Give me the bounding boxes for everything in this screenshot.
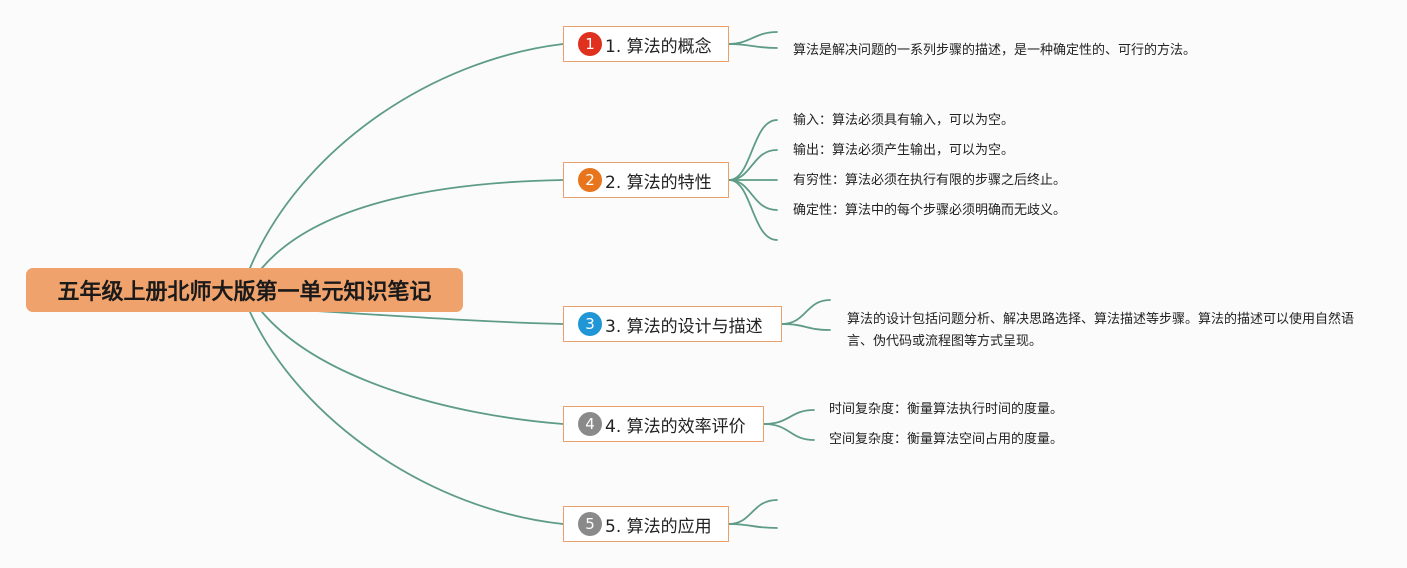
link-b2-leaf-1	[728, 119, 778, 181]
root-topic[interactable]: 五年级上册北师大版第一单元知识笔记	[26, 268, 463, 312]
branch-4-leaf-1[interactable]: 时间复杂度：衡量算法执行时间的度量。	[829, 402, 1064, 417]
link-b2-leaf-4	[728, 179, 778, 211]
number-3-icon: 3	[578, 312, 602, 336]
branch-3-leaf-1[interactable]: 算法的设计包括问题分析、解决思路选择、算法描述等步骤。算法的描述可以使用自然语言…	[847, 312, 1355, 349]
number-1-icon: 1	[578, 32, 602, 56]
branch-3-label: 3. 算法的设计与描述	[605, 316, 763, 337]
link-b4-leaf-2	[763, 423, 815, 441]
link-root-branch-1	[249, 43, 564, 269]
link-b3-leaf-1	[781, 323, 831, 331]
branch-4-label: 4. 算法的效率评价	[605, 416, 746, 437]
link-b3-leaf-top	[781, 299, 831, 325]
number-5-icon: 5	[578, 512, 602, 536]
branch-5-label: 5. 算法的应用	[605, 516, 712, 537]
link-root-branch-4	[261, 311, 564, 425]
link-b4-leaf-1	[763, 409, 815, 425]
branch-4-leaf-2[interactable]: 空间复杂度：衡量算法空间占用的度量。	[829, 432, 1064, 447]
link-root-branch-2	[261, 179, 564, 269]
branch-2-topic[interactable]: 2 2. 算法的特性	[563, 162, 729, 198]
branch-1-label: 1. 算法的概念	[605, 36, 712, 57]
branch-2-leaf-3[interactable]: 有穷性：算法必须在执行有限的步骤之后终止。	[793, 173, 1067, 188]
branch-3-topic[interactable]: 3 3. 算法的设计与描述	[563, 306, 782, 342]
branch-4-topic[interactable]: 4 4. 算法的效率评价	[563, 406, 764, 442]
link-b1-leaf-top	[728, 31, 778, 45]
number-4-icon: 4	[578, 412, 602, 436]
link-b1-leaf-1	[728, 43, 778, 49]
branch-2-leaf-2[interactable]: 输出：算法必须产生输出，可以为空。	[793, 143, 1015, 158]
link-b5-leaf-top	[728, 499, 778, 525]
link-b5-leaf-1	[728, 523, 778, 529]
link-root-branch-3	[299, 309, 564, 325]
branch-1-leaf-1[interactable]: 算法是解决问题的一系列步骤的描述，是一种确定性的、可行的方法。	[793, 43, 1197, 58]
branch-5-topic[interactable]: 5 5. 算法的应用	[563, 506, 729, 542]
number-2-icon: 2	[578, 168, 602, 192]
branch-2-leaf-1[interactable]: 输入：算法必须具有输入，可以为空。	[793, 113, 1015, 128]
link-b2-leaf-2	[728, 149, 778, 181]
branch-2-label: 2. 算法的特性	[605, 172, 712, 193]
branch-1-topic[interactable]: 1 1. 算法的概念	[563, 26, 729, 62]
root-topic-label: 五年级上册北师大版第一单元知识笔记	[57, 280, 432, 305]
branch-2-leaf-4[interactable]: 确定性：算法中的每个步骤必须明确而无歧义。	[793, 203, 1067, 218]
link-root-branch-5	[249, 311, 564, 525]
link-b2-leaf-5	[728, 179, 778, 241]
